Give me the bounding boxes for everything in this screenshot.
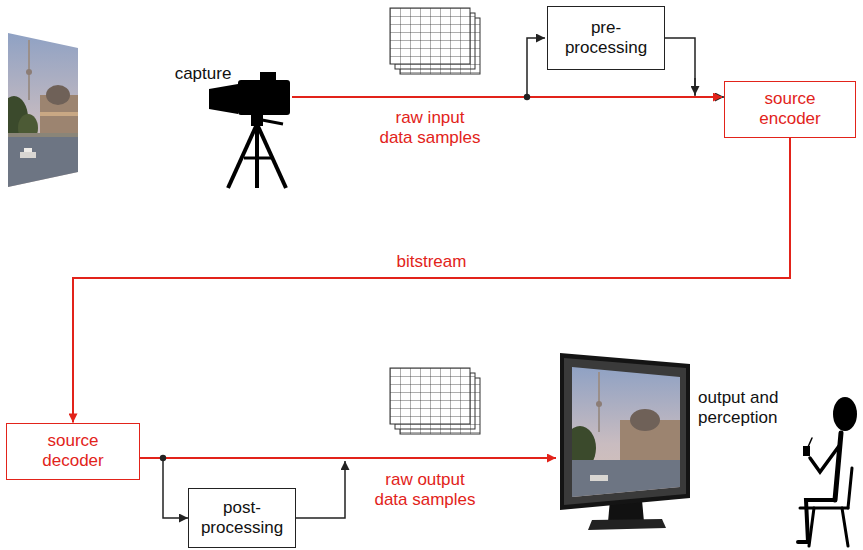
signal-line-part: [694, 78, 696, 95]
viewer-figure-part: [803, 446, 810, 456]
process-box: pre- processing: [547, 6, 665, 70]
camera-icon-part: [260, 72, 276, 81]
signal-line-part: [140, 457, 556, 459]
signal-line-part: [524, 94, 530, 100]
viewer-figure-part: [833, 397, 857, 431]
sample-grid-stack-part: [390, 8, 470, 64]
scene-photo-part: [26, 69, 32, 75]
device-label: output and perception: [698, 388, 818, 429]
scene-photo-part: [0, 133, 90, 193]
signal-line-part: [527, 38, 545, 97]
camera-icon-part: [228, 124, 257, 188]
viewer-figure-part: [810, 446, 839, 472]
flow-arrow: [140, 458, 188, 518]
camera-icon: [209, 72, 290, 188]
viewer-figure-part: [798, 500, 835, 542]
monitor-icon-part: [560, 353, 690, 510]
sample-grid-stack: [390, 368, 480, 434]
viewer-figure-part: [835, 433, 841, 500]
camera-icon-part: [255, 124, 259, 188]
sample-grid-stack: [390, 8, 480, 74]
viewer-figure-part: [809, 508, 814, 546]
monitor-icon-part: [560, 360, 690, 500]
device-label: capture: [153, 64, 253, 84]
process-box: post- processing: [188, 488, 296, 548]
camera-icon-part: [244, 157, 271, 160]
monitor-icon: [560, 353, 690, 530]
signal-line-part: [296, 461, 345, 518]
monitor-icon-part-part: [560, 460, 690, 500]
box-text: source decoder: [27, 431, 119, 472]
scene-photo-part: [0, 25, 90, 195]
sample-grid-stack-part: [390, 368, 470, 424]
signal-line: [140, 38, 722, 518]
monitor-icon-part-part: [590, 475, 608, 481]
signal-label: raw output data samples: [360, 470, 490, 511]
camera-icon-part: [257, 124, 286, 188]
signal-line-part: [292, 96, 722, 98]
signal-line-part: [160, 455, 166, 461]
camera-icon-part: [209, 84, 238, 114]
scene-photo-part: [46, 85, 70, 105]
viewer-figure: [798, 397, 857, 546]
viewer-figure-part: [808, 438, 812, 447]
monitor-icon-part-part: [596, 401, 602, 407]
monitor-icon-part-part: [560, 360, 690, 500]
process-box: source decoder: [6, 423, 140, 480]
scene-photo-part: [20, 152, 36, 158]
sample-grid-stack-part: [390, 368, 470, 424]
box-text: source encoder: [744, 89, 836, 130]
viewer-figure-part: [842, 508, 848, 546]
camera-icon-part: [262, 120, 283, 124]
monitor-icon-part: [588, 519, 666, 530]
viewer-figure-part: [848, 468, 852, 508]
monitor-icon-part-part: [630, 409, 660, 431]
scene-photo-part: [40, 112, 80, 116]
flow-arrow: [665, 38, 724, 97]
box-text: pre- processing: [560, 18, 652, 59]
scene-photo-part: [24, 148, 32, 152]
scene-photo-part: [0, 133, 90, 137]
signal-label: raw input data samples: [365, 108, 495, 149]
box-text: post- processing: [196, 498, 288, 539]
camera-icon-part: [238, 80, 290, 115]
edge-label: bitstream: [394, 252, 470, 272]
scene-photo: [0, 25, 90, 195]
process-box: source encoder: [724, 81, 856, 138]
sample-grid-stack-part: [390, 8, 470, 64]
